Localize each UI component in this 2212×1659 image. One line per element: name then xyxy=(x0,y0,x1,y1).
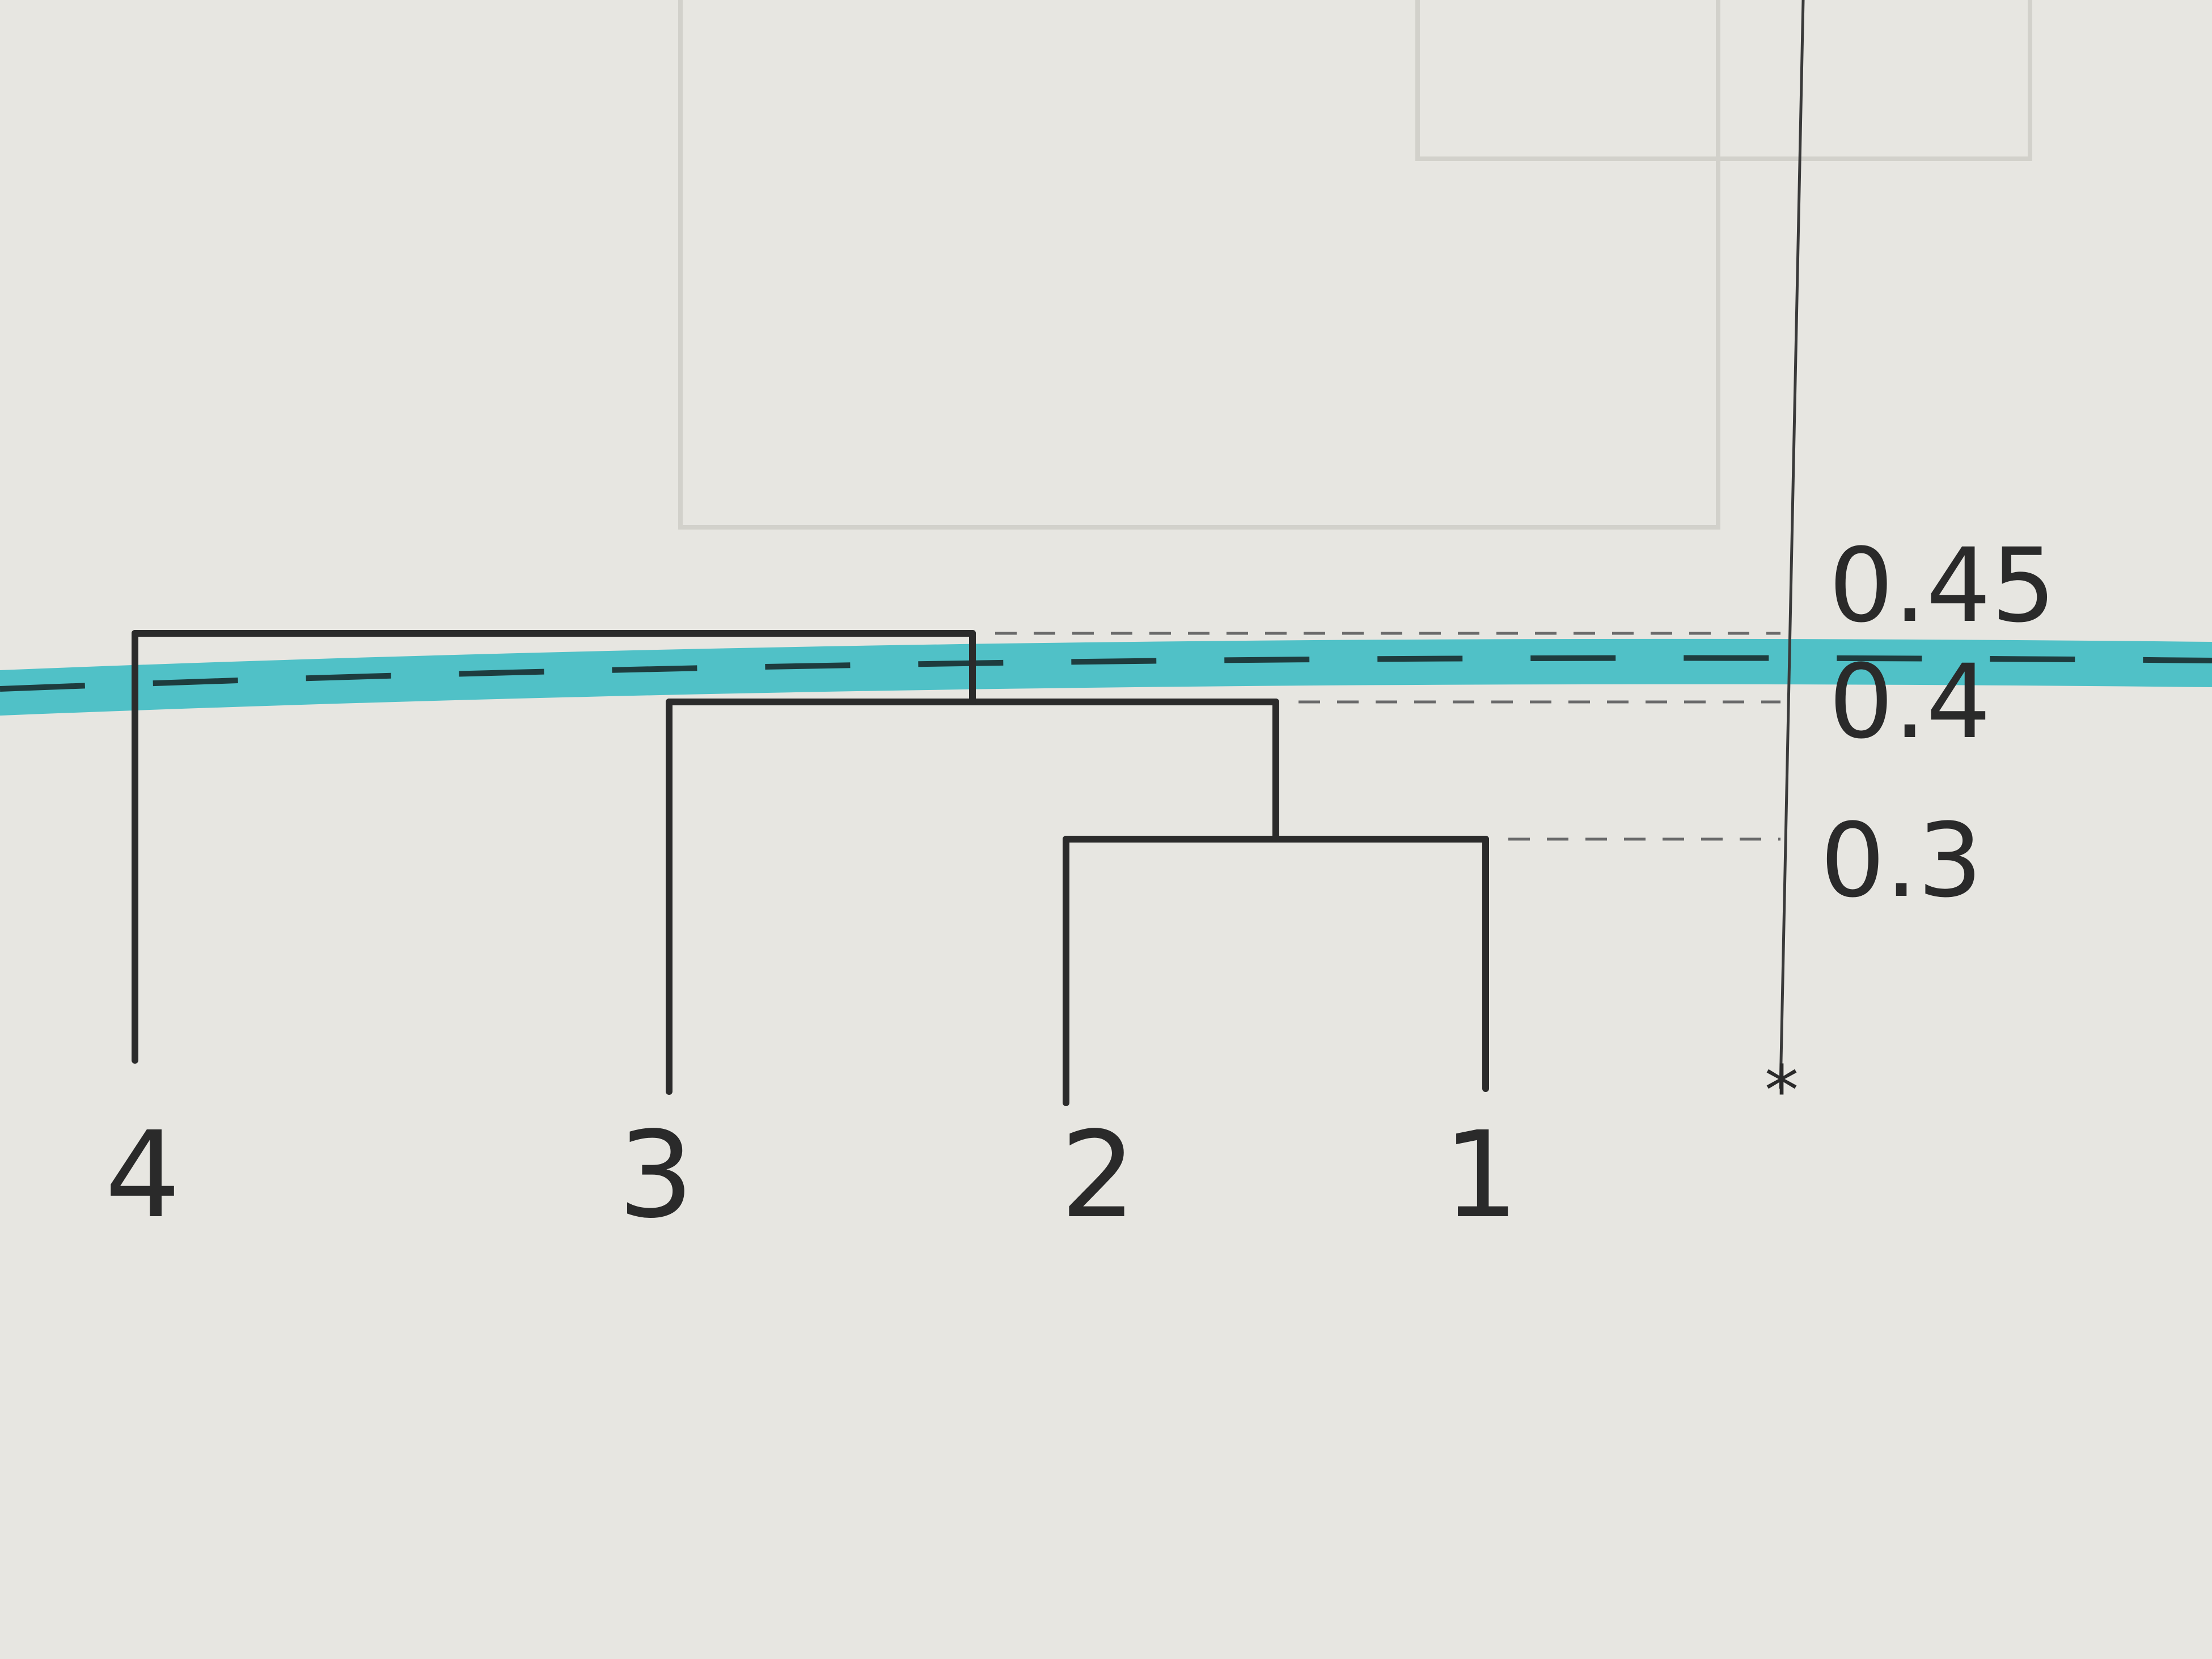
height-axis xyxy=(1779,0,1805,1089)
height-label-0-4: 0.4 xyxy=(1829,643,1991,761)
dendrogram-branches xyxy=(132,630,1489,1106)
height-label-0-3: 0.3 xyxy=(1820,802,1982,920)
cut-line xyxy=(0,638,2212,716)
leaf-label-3: 3 xyxy=(618,1106,694,1245)
background-ghost-marks xyxy=(678,0,2032,530)
leaf-label-1: 1 xyxy=(1443,1106,1519,1245)
height-guides xyxy=(995,632,1780,841)
height-axis-end-mark: * xyxy=(1765,1052,1799,1131)
leaf-label-2: 2 xyxy=(1060,1106,1136,1245)
height-label-0-45: 0.45 xyxy=(1829,527,2056,645)
leaf-label-4: 4 xyxy=(105,1106,181,1245)
